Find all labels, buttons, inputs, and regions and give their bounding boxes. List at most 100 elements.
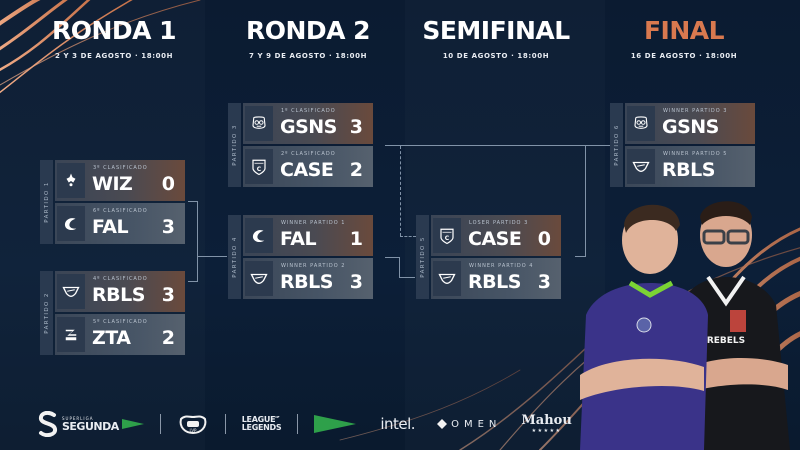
segunda-label: SEGUNDA — [62, 419, 119, 433]
team-score: 0 — [161, 173, 175, 195]
match-label: PARTIDO 3 — [228, 103, 241, 187]
round-title: RONDA 2 — [245, 16, 371, 45]
connector-line — [575, 256, 586, 257]
connector-line — [385, 257, 400, 258]
gsns-logo-icon — [627, 106, 655, 141]
team-score: 2 — [161, 327, 175, 349]
connector-line — [585, 145, 586, 257]
connector-line — [399, 257, 400, 277]
league-of-legends-logo: LEAGUEOF LEGENDS — [242, 416, 282, 432]
team-seed: 4º CLASIFICADO — [93, 276, 148, 282]
team-name: RBLS — [280, 271, 333, 293]
round-header-semifinal: SEMIFINAL 10 DE AGOSTO · 18:00H — [406, 16, 586, 60]
match-card-2[interactable]: PARTIDO 2 4º CLASIFICADO RBLS 3 5º CLASIFICA… — [40, 271, 185, 355]
connector-line — [188, 281, 198, 282]
mahou-logo: Mahou ★★★★★ — [521, 414, 571, 434]
intel-logo: intel. — [380, 415, 416, 433]
team-row[interactable]: 1º CLASIFICADO GSNS 3 — [243, 103, 373, 144]
team-name: WIZ — [92, 173, 133, 195]
connector-line — [399, 277, 415, 278]
superliga-segunda-logo: SUPERLIGA SEGUNDA — [38, 411, 144, 437]
omen-logo: OMEN — [437, 419, 501, 430]
team-row[interactable]: WINNER PARTIDO 5 RBLS — [625, 146, 755, 187]
team-seed: WINNER PARTIDO 4 — [469, 263, 534, 269]
rbls-logo-icon — [433, 261, 461, 296]
match-label: PARTIDO 6 — [610, 103, 623, 187]
match-label: PARTIDO 2 — [40, 271, 53, 355]
case-logo-icon: C — [245, 149, 273, 184]
mahou-label: Mahou — [521, 413, 572, 428]
connector-dashed — [400, 146, 401, 236]
team-row[interactable]: 4º CLASIFICADO RBLS 3 — [55, 271, 185, 312]
el-corte-ingles-logo — [314, 415, 357, 433]
match-label: PARTIDO 5 — [416, 215, 429, 299]
team-name: GSNS — [280, 116, 337, 138]
round-header-2: RONDA 2 7 Y 9 DE AGOSTO · 18:00H — [218, 16, 398, 60]
rbls-logo-icon — [57, 274, 85, 309]
team-name: CASE — [280, 159, 334, 181]
team-name: RBLS — [662, 159, 715, 181]
round-date: 2 Y 3 DE AGOSTO · 18:00H — [54, 52, 174, 60]
sponsor-divider — [297, 414, 299, 434]
team-seed: WINNER PARTIDO 2 — [281, 263, 346, 269]
team-seed: 3º CLASIFICADO — [93, 165, 148, 171]
team-seed: 6º CLASIFICADO — [93, 208, 148, 214]
team-row[interactable]: WINNER PARTIDO 3 GSNS — [625, 103, 755, 144]
round-date: 16 DE AGOSTO · 18:00H — [630, 52, 738, 60]
round-header-final: FINAL 16 DE AGOSTO · 18:00H — [594, 16, 774, 60]
team-name: FAL — [280, 228, 317, 250]
svg-text:LVP: LVP — [189, 428, 197, 433]
mahou-stars: ★★★★★ — [531, 428, 562, 434]
rbls-logo-icon — [245, 261, 273, 296]
team-name: GSNS — [662, 116, 719, 138]
team-name: RBLS — [468, 271, 521, 293]
team-seed: WINNER PARTIDO 3 — [663, 108, 728, 114]
players-photo: REBELS — [580, 201, 790, 450]
match-card-1[interactable]: PARTIDO 1 3º CLASIFICADO WIZ 0 6º CLASIFICAD… — [40, 160, 185, 244]
round-title: SEMIFINAL — [422, 16, 570, 45]
round-title: RONDA 1 — [51, 16, 177, 45]
connector-line — [188, 201, 198, 202]
team-seed: WINNER PARTIDO 5 — [663, 151, 728, 157]
lol-line1: LEAGUE — [241, 415, 276, 424]
lol-of: OF — [275, 415, 280, 419]
zta-logo-icon — [57, 317, 85, 352]
match-label: PARTIDO 4 — [228, 215, 241, 299]
team-score: 0 — [537, 228, 551, 250]
omen-diamond-icon — [437, 419, 448, 429]
team-seed: 1º CLASIFICADO — [281, 108, 336, 114]
connector-line — [585, 145, 610, 146]
eci-small-logo-icon — [121, 419, 144, 429]
player-gsns — [580, 204, 708, 450]
team-score: 3 — [349, 116, 363, 138]
team-name: CASE — [468, 228, 522, 250]
team-name: RBLS — [92, 284, 145, 306]
team-score: 3 — [161, 284, 175, 306]
sponsor-divider — [224, 414, 226, 434]
case-logo-icon: C — [433, 218, 461, 253]
svg-text:C: C — [445, 234, 450, 241]
omen-label: OMEN — [451, 418, 502, 430]
team-score: 1 — [349, 228, 363, 250]
match-label: PARTIDO 1 — [40, 160, 53, 244]
team-score: 3 — [161, 216, 175, 238]
lvp-icon: LVP — [179, 415, 207, 435]
connector-line — [385, 145, 605, 146]
round-title: FINAL — [643, 16, 725, 45]
team-row[interactable]: 3º CLASIFICADO WIZ 0 — [55, 160, 185, 201]
rbls-logo-icon — [627, 149, 655, 184]
lol-line2: LEGENDS — [241, 423, 282, 432]
eci-logo-icon — [314, 415, 357, 433]
fal-logo-icon — [57, 206, 85, 241]
